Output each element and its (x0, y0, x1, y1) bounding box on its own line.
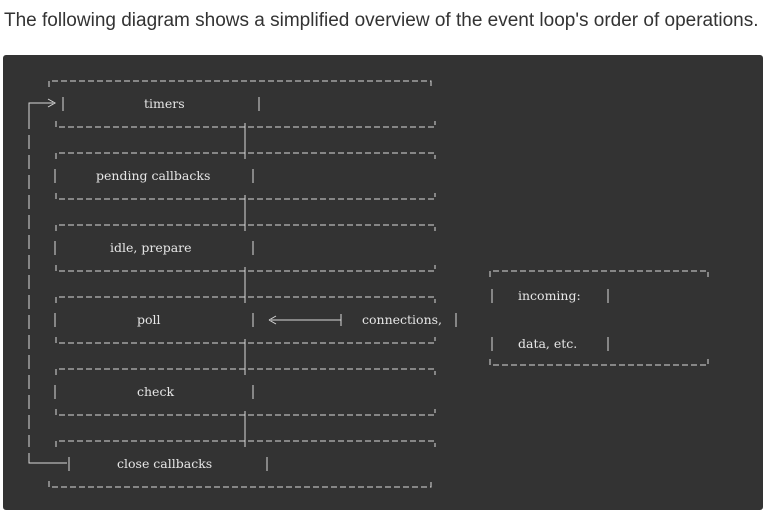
data-etc-label: data, etc. (518, 336, 578, 351)
phase-box-idle-bottom (55, 265, 436, 272)
phase-box-check-bottom (55, 409, 436, 416)
incoming-box-bottom (489, 359, 709, 366)
event-loop-diagram (28, 80, 709, 488)
phase-box-close (55, 440, 436, 447)
phase-box-close-bottom (48, 481, 432, 488)
phase-label-check: check (137, 384, 175, 399)
loop-arrowhead (47, 98, 57, 108)
phase-label-timers: timers (144, 96, 185, 111)
phase-box-timers-bottom (55, 121, 436, 128)
intro-text: The following diagram shows a simplified… (4, 10, 759, 31)
diagram-panel: timers pending callbacks idle, prepare p… (3, 55, 763, 510)
incoming-box-top (489, 270, 709, 277)
phase-box-timers (48, 80, 432, 87)
phase-box-check (55, 368, 436, 375)
connections-label: connections, (362, 312, 443, 327)
incoming-label: incoming: (518, 288, 581, 303)
phase-label-pending-callbacks: pending callbacks (96, 168, 211, 183)
phase-label-close-callbacks: close callbacks (117, 456, 213, 471)
phase-box-idle (55, 224, 436, 231)
phase-box-pending-bottom (55, 193, 436, 200)
loop-top (28, 102, 53, 115)
phase-label-poll: poll (137, 312, 161, 327)
phase-box-poll (55, 296, 436, 303)
phase-label-idle-prepare: idle, prepare (110, 240, 192, 255)
phase-box-poll-bottom (55, 337, 436, 344)
loop-bottom (28, 453, 67, 464)
phase-box-pending (55, 152, 436, 159)
